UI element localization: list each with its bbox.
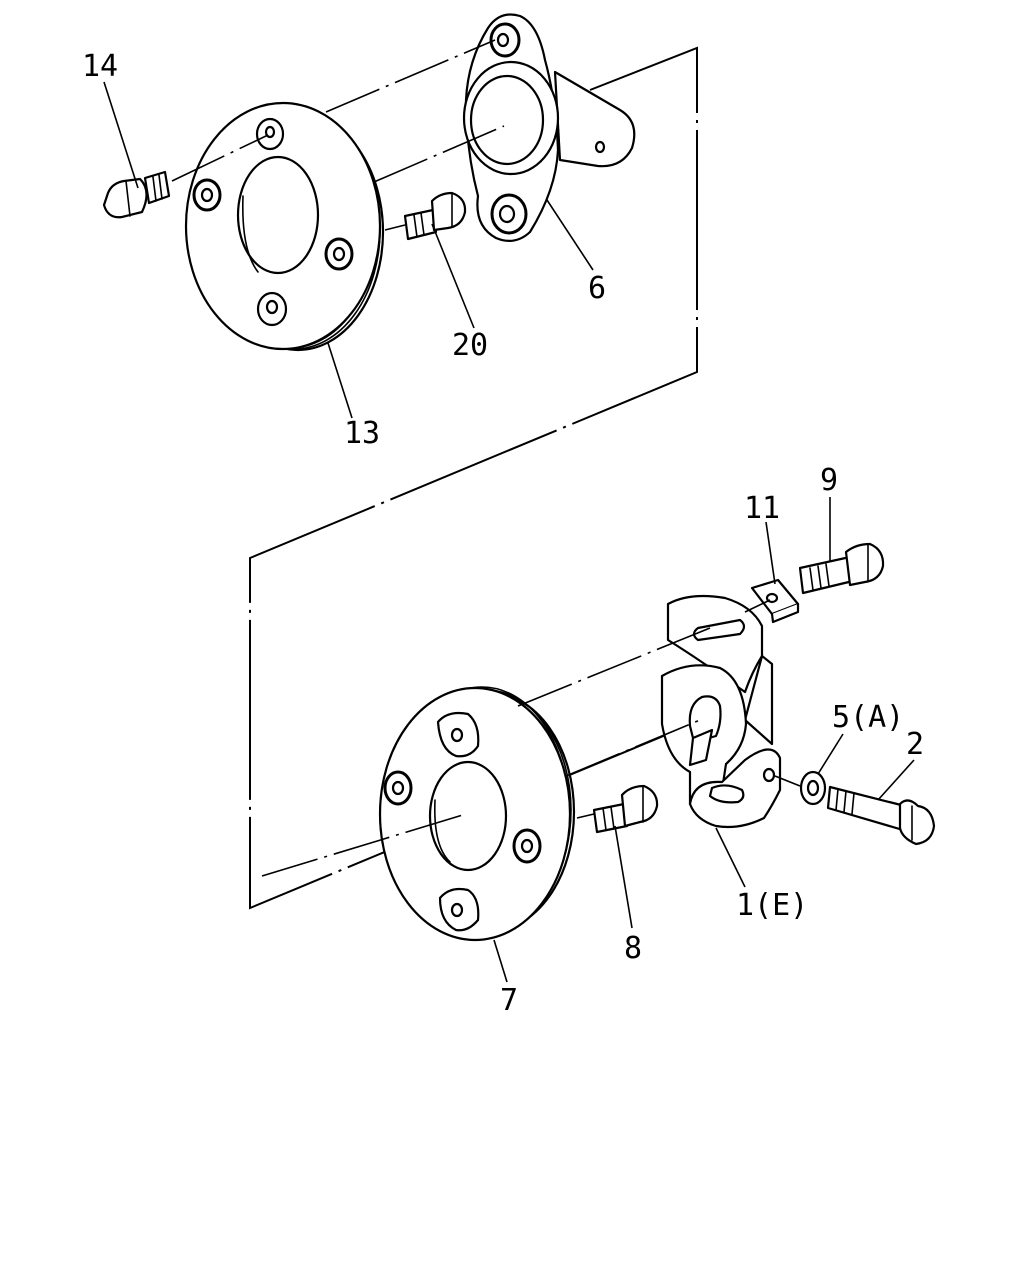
part-20-bolt: [403, 191, 467, 241]
centerline: [261, 813, 467, 877]
leader-line-8: [614, 825, 633, 929]
connection-frame: [249, 46, 698, 910]
centerline: [171, 134, 269, 182]
part-2-long-bolt: [826, 785, 936, 846]
centerline: [744, 599, 771, 613]
part-7-flange-disc: [378, 686, 576, 942]
part-13-flange-disc: [184, 101, 385, 352]
callout-5a: 5(A): [832, 700, 904, 735]
callout-8: 8: [624, 931, 642, 966]
centerline: [774, 775, 801, 787]
leader-line-7: [493, 939, 508, 983]
centerline: [517, 627, 711, 707]
leader-line-13: [327, 342, 353, 419]
centerline: [373, 125, 505, 183]
part-1e-clamp: [660, 594, 782, 829]
leader-line-5a: [817, 733, 844, 775]
leader-line-1e: [715, 827, 746, 888]
leader-line-20: [431, 223, 475, 329]
part-6-bearing-flange: [462, 13, 636, 243]
part-11-plate: [750, 578, 800, 624]
leader-line-14: [103, 81, 139, 189]
leader-line-2: [877, 759, 915, 801]
callout-1e: 1(E): [736, 888, 808, 923]
part-8-bolt: [592, 784, 659, 834]
part-9-bolt: [798, 542, 885, 595]
leader-line-6: [546, 199, 594, 271]
centerline: [325, 39, 496, 113]
callout-20: 20: [452, 328, 488, 363]
part-14-bolt: [102, 170, 171, 219]
callout-14: 14: [82, 49, 118, 84]
callout-9: 9: [820, 463, 838, 498]
callout-13: 13: [344, 416, 380, 451]
centerline: [384, 224, 406, 231]
callout-2: 2: [906, 727, 924, 762]
centerline: [565, 719, 701, 777]
callout-6: 6: [588, 271, 606, 306]
callout-7: 7: [500, 983, 518, 1018]
callout-11: 11: [744, 491, 780, 526]
part-5a-washer: [799, 770, 827, 806]
leader-line-11: [765, 521, 776, 585]
centerline: [576, 813, 595, 819]
